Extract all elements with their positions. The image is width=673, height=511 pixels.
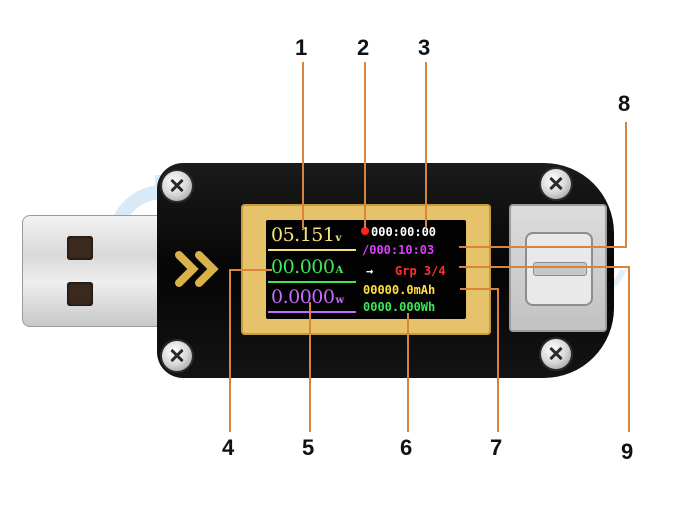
voltage-value: 05.151 <box>271 224 335 246</box>
callout-line-7 <box>460 288 499 432</box>
power-unit: w <box>335 295 344 306</box>
voltage-underline <box>268 249 356 251</box>
callout-number-4: 4 <box>222 435 235 460</box>
usb-c-port-tongue <box>533 262 587 276</box>
record-time: 000:00:00 <box>371 225 437 239</box>
current-underline <box>268 281 356 283</box>
callout-number-8: 8 <box>618 91 631 116</box>
power-value: 0.0000 <box>271 286 335 308</box>
callout-line-4 <box>229 269 272 432</box>
current-value: 00.000 <box>271 256 335 278</box>
screw-icon <box>541 339 571 369</box>
energy-readout: 0000.000Wh <box>363 300 436 314</box>
lcd-screen <box>266 220 466 319</box>
screw-icon <box>541 169 571 199</box>
callout-number-5: 5 <box>302 435 315 460</box>
callout-number-3: 3 <box>418 35 431 60</box>
callout-line-8 <box>459 122 627 248</box>
callout-number-1: 1 <box>295 35 308 60</box>
record-indicator-dot <box>361 227 369 235</box>
group-indicator: Grp 3/4 <box>395 264 446 278</box>
callout-number-2: 2 <box>357 35 370 60</box>
power-readout: 0.0000w <box>271 288 344 307</box>
screw-icon <box>162 341 192 371</box>
power-underline <box>268 311 356 313</box>
capacity-readout: 00000.0mAh <box>363 283 436 297</box>
usb-c-port-inner <box>525 232 593 306</box>
voltage-readout: 05.151v <box>271 226 341 245</box>
voltage-unit: v <box>335 233 341 244</box>
callout-number-6: 6 <box>400 435 413 460</box>
plug-slot <box>67 236 93 260</box>
callout-line-9 <box>459 266 630 432</box>
plug-slot <box>67 282 93 306</box>
current-unit: A <box>335 265 343 276</box>
callout-number-7: 7 <box>490 435 503 460</box>
screw-icon <box>162 171 192 201</box>
chevron-logo-icon <box>175 251 219 287</box>
callout-number-9: 9 <box>621 439 634 464</box>
group-arrow: → <box>366 264 374 278</box>
current-readout: 00.000A <box>271 258 343 277</box>
run-time: /000:10:03 <box>362 243 435 257</box>
